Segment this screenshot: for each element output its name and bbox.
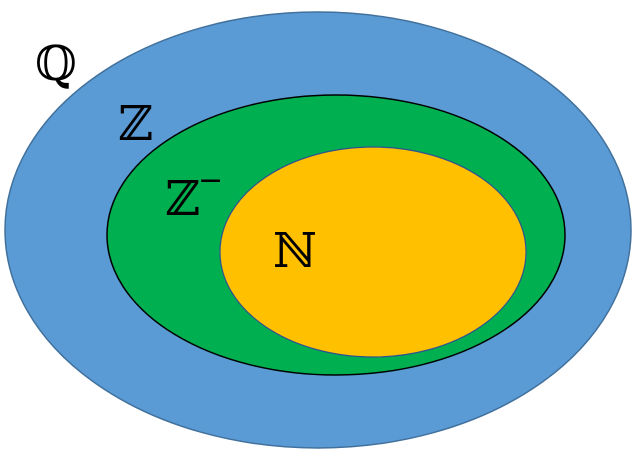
negative-integers-superscript: − [198, 163, 223, 198]
naturals-set-region [219, 146, 527, 358]
integers-label: ℤ [118, 96, 153, 152]
negative-integers-label: ℤ [165, 171, 200, 227]
rationals-label: ℚ [35, 36, 77, 92]
naturals-label: ℕ [273, 223, 317, 279]
